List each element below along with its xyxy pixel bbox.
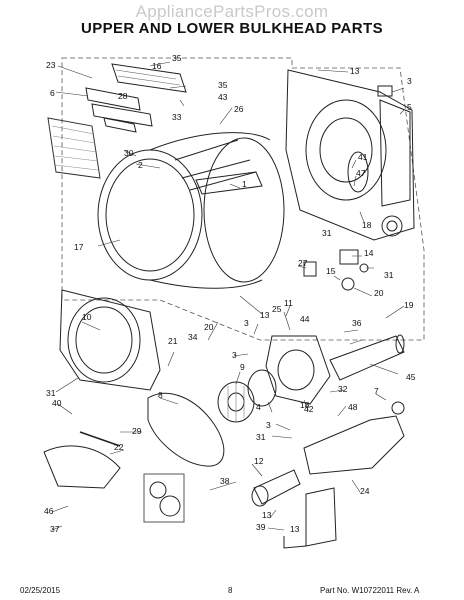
part-callout-6: 6 [50, 88, 55, 98]
part-callout-14: 14 [364, 248, 374, 258]
part-callout-35: 35 [172, 53, 182, 63]
part-callout-19: 19 [404, 300, 414, 310]
part-callout-13: 13 [262, 510, 272, 520]
part-callout-9: 9 [240, 362, 245, 372]
part-callout-36: 36 [352, 318, 362, 328]
part-callout-2: 2 [138, 160, 143, 170]
part-callout-31: 31 [384, 270, 394, 280]
diagram-title: UPPER AND LOWER BULKHEAD PARTS [80, 20, 383, 37]
part-callout-4: 4 [256, 402, 261, 412]
part-callout-16: 16 [152, 61, 162, 71]
part-callout-31: 31 [322, 228, 332, 238]
part-callout-27: 27 [298, 258, 308, 268]
part-callout-43: 43 [218, 92, 228, 102]
part-callout-23: 23 [46, 60, 56, 70]
part-callout-20: 20 [374, 288, 384, 298]
part-callout-30: 30 [124, 148, 134, 158]
part-callout-35: 35 [218, 80, 228, 90]
footer-page-number: 8 [228, 586, 233, 595]
part-callout-3: 3 [244, 318, 249, 328]
part-callout-31: 31 [256, 432, 266, 442]
part-callout-38: 38 [220, 476, 230, 486]
part-callout-26: 26 [234, 104, 244, 114]
part-callout-21: 21 [168, 336, 178, 346]
part-callout-41: 41 [358, 152, 368, 162]
part-callout-10: 10 [82, 312, 92, 322]
part-callout-3: 3 [266, 420, 271, 430]
part-callout-45: 45 [406, 372, 416, 382]
part-callout-20: 20 [204, 322, 214, 332]
part-callout-34: 34 [188, 332, 198, 342]
part-callout-29: 29 [132, 426, 142, 436]
part-callout-17: 17 [74, 242, 84, 252]
part-callout-13: 13 [350, 66, 360, 76]
part-callout-13: 13 [290, 524, 300, 534]
part-callout-15: 15 [326, 266, 336, 276]
footer-part-number: Part No. W10722011 Rev. A [320, 586, 420, 595]
part-callout-39: 39 [256, 522, 266, 532]
part-callout-18: 18 [362, 220, 372, 230]
part-callout-28: 28 [118, 91, 128, 101]
part-callout-42: 42 [304, 404, 314, 414]
part-callout-37: 37 [50, 524, 60, 534]
part-callout-12: 12 [254, 456, 264, 466]
part-callout-47: 47 [356, 168, 366, 178]
watermark: AppliancePartsPros.com [135, 2, 329, 21]
part-callout-33: 33 [172, 112, 182, 122]
footer-date: 02/25/2015 [20, 586, 61, 595]
part-callout-46: 46 [44, 506, 54, 516]
part-callout-3: 3 [232, 350, 237, 360]
part-callout-13: 13 [260, 310, 270, 320]
part-callout-44: 44 [300, 314, 310, 324]
part-callout-7: 7 [374, 386, 379, 396]
part-callout-48: 48 [348, 402, 358, 412]
part-callout-24: 24 [360, 486, 370, 496]
part-callout-18: 18 [300, 400, 310, 410]
part-callout-3: 3 [407, 76, 412, 86]
part-callout-8: 8 [158, 390, 163, 400]
part-callout-11: 11 [284, 298, 293, 308]
part-callout-22: 22 [114, 442, 124, 452]
part-callout-31: 31 [46, 388, 56, 398]
part-callout-40: 40 [52, 398, 62, 408]
part-callout-1: 1 [242, 179, 247, 189]
part-callout-25: 25 [272, 304, 282, 314]
part-callout-32: 32 [338, 384, 348, 394]
part-callout-5: 5 [407, 102, 412, 112]
